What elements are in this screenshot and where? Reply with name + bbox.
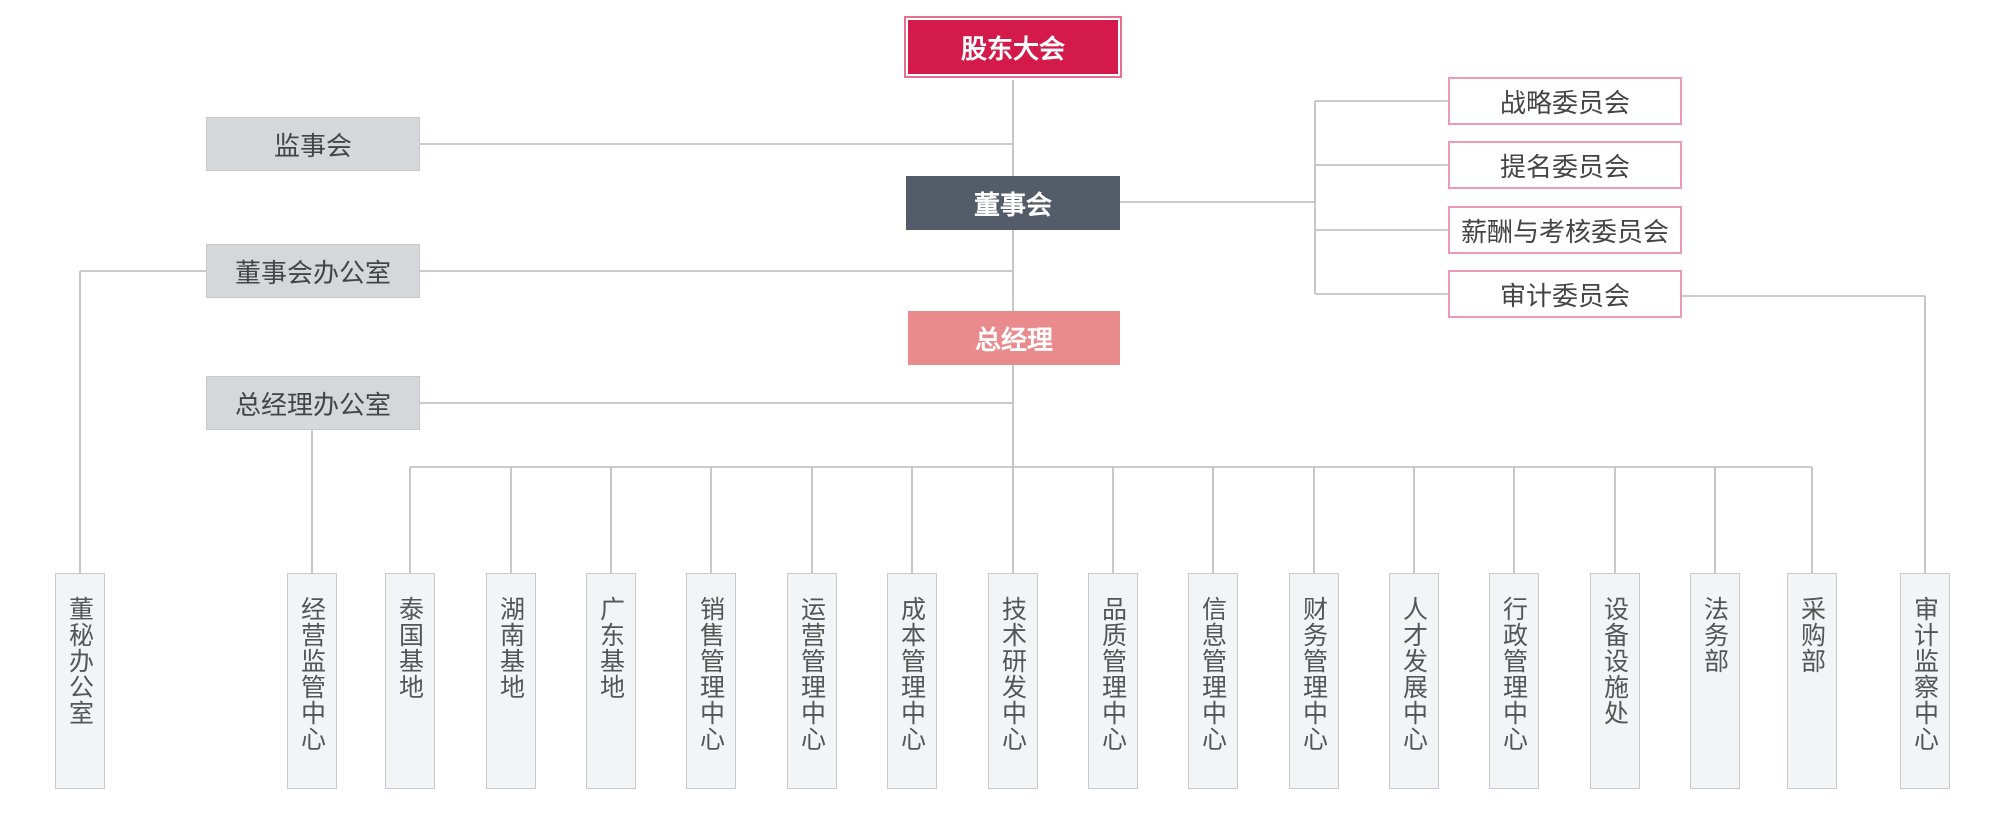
department-label: 审计监察中心	[1910, 596, 1940, 752]
department-label: 采购部	[1797, 596, 1827, 674]
department-box[interactable]: 审计监察中心	[1900, 573, 1950, 789]
compensation-committee-box[interactable]: 薪酬与考核委员会	[1448, 206, 1682, 254]
department-label: 人才发展中心	[1399, 596, 1429, 752]
department-label: 湖南基地	[496, 596, 526, 700]
department-box[interactable]: 湖南基地	[486, 573, 536, 789]
committee-label: 审计委员会	[1499, 281, 1630, 312]
department-box[interactable]: 人才发展中心	[1389, 573, 1439, 789]
board-of-directors-box[interactable]: 董事会	[906, 176, 1120, 230]
board-of-directors-label: 董事会	[973, 190, 1052, 221]
department-box[interactable]: 董秘办公室	[55, 573, 105, 789]
department-box[interactable]: 广东基地	[586, 573, 636, 789]
committee-label: 战略委员会	[1499, 88, 1630, 119]
nomination-committee-box[interactable]: 提名委员会	[1448, 141, 1682, 189]
strategy-committee-box[interactable]: 战略委员会	[1448, 77, 1682, 125]
department-box[interactable]: 运营管理中心	[787, 573, 837, 789]
department-box[interactable]: 法务部	[1690, 573, 1740, 789]
department-label: 运营管理中心	[797, 596, 827, 752]
department-box[interactable]: 技术研发中心	[988, 573, 1038, 789]
board-office-label: 董事会办公室	[234, 258, 391, 289]
department-label: 销售管理中心	[696, 596, 726, 752]
department-label: 设备设施处	[1600, 596, 1630, 726]
department-label: 技术研发中心	[998, 596, 1028, 752]
department-box[interactable]: 销售管理中心	[686, 573, 736, 789]
committee-label: 薪酬与考核委员会	[1460, 217, 1669, 248]
shareholders-meeting-box[interactable]: 股东大会	[904, 16, 1122, 78]
general-manager-box[interactable]: 总经理	[908, 311, 1120, 365]
department-label: 信息管理中心	[1198, 596, 1228, 752]
department-box[interactable]: 采购部	[1787, 573, 1837, 789]
committee-label: 提名委员会	[1499, 152, 1630, 183]
audit-committee-box[interactable]: 审计委员会	[1448, 270, 1682, 318]
department-label: 经营监管中心	[297, 596, 327, 752]
gm-office-label: 总经理办公室	[234, 390, 391, 421]
department-label: 广东基地	[596, 596, 626, 700]
board-office-box[interactable]: 董事会办公室	[206, 244, 420, 298]
supervisory-board-label: 监事会	[273, 131, 352, 162]
department-label: 品质管理中心	[1098, 596, 1128, 752]
department-label: 法务部	[1700, 596, 1730, 674]
shareholders-meeting-label: 股东大会	[960, 34, 1065, 65]
department-box[interactable]: 经营监管中心	[287, 573, 337, 789]
department-box[interactable]: 财务管理中心	[1289, 573, 1339, 789]
supervisory-board-box[interactable]: 监事会	[206, 117, 420, 171]
department-box[interactable]: 品质管理中心	[1088, 573, 1138, 789]
gm-office-box[interactable]: 总经理办公室	[206, 376, 420, 430]
department-label: 行政管理中心	[1499, 596, 1529, 752]
department-label: 成本管理中心	[897, 596, 927, 752]
department-box[interactable]: 泰国基地	[385, 573, 435, 789]
department-label: 董秘办公室	[65, 596, 95, 726]
department-box[interactable]: 行政管理中心	[1489, 573, 1539, 789]
department-label: 泰国基地	[395, 596, 425, 700]
department-box[interactable]: 信息管理中心	[1188, 573, 1238, 789]
department-box[interactable]: 成本管理中心	[887, 573, 937, 789]
general-manager-label: 总经理	[974, 325, 1053, 356]
department-label: 财务管理中心	[1299, 596, 1329, 752]
department-box[interactable]: 设备设施处	[1590, 573, 1640, 789]
